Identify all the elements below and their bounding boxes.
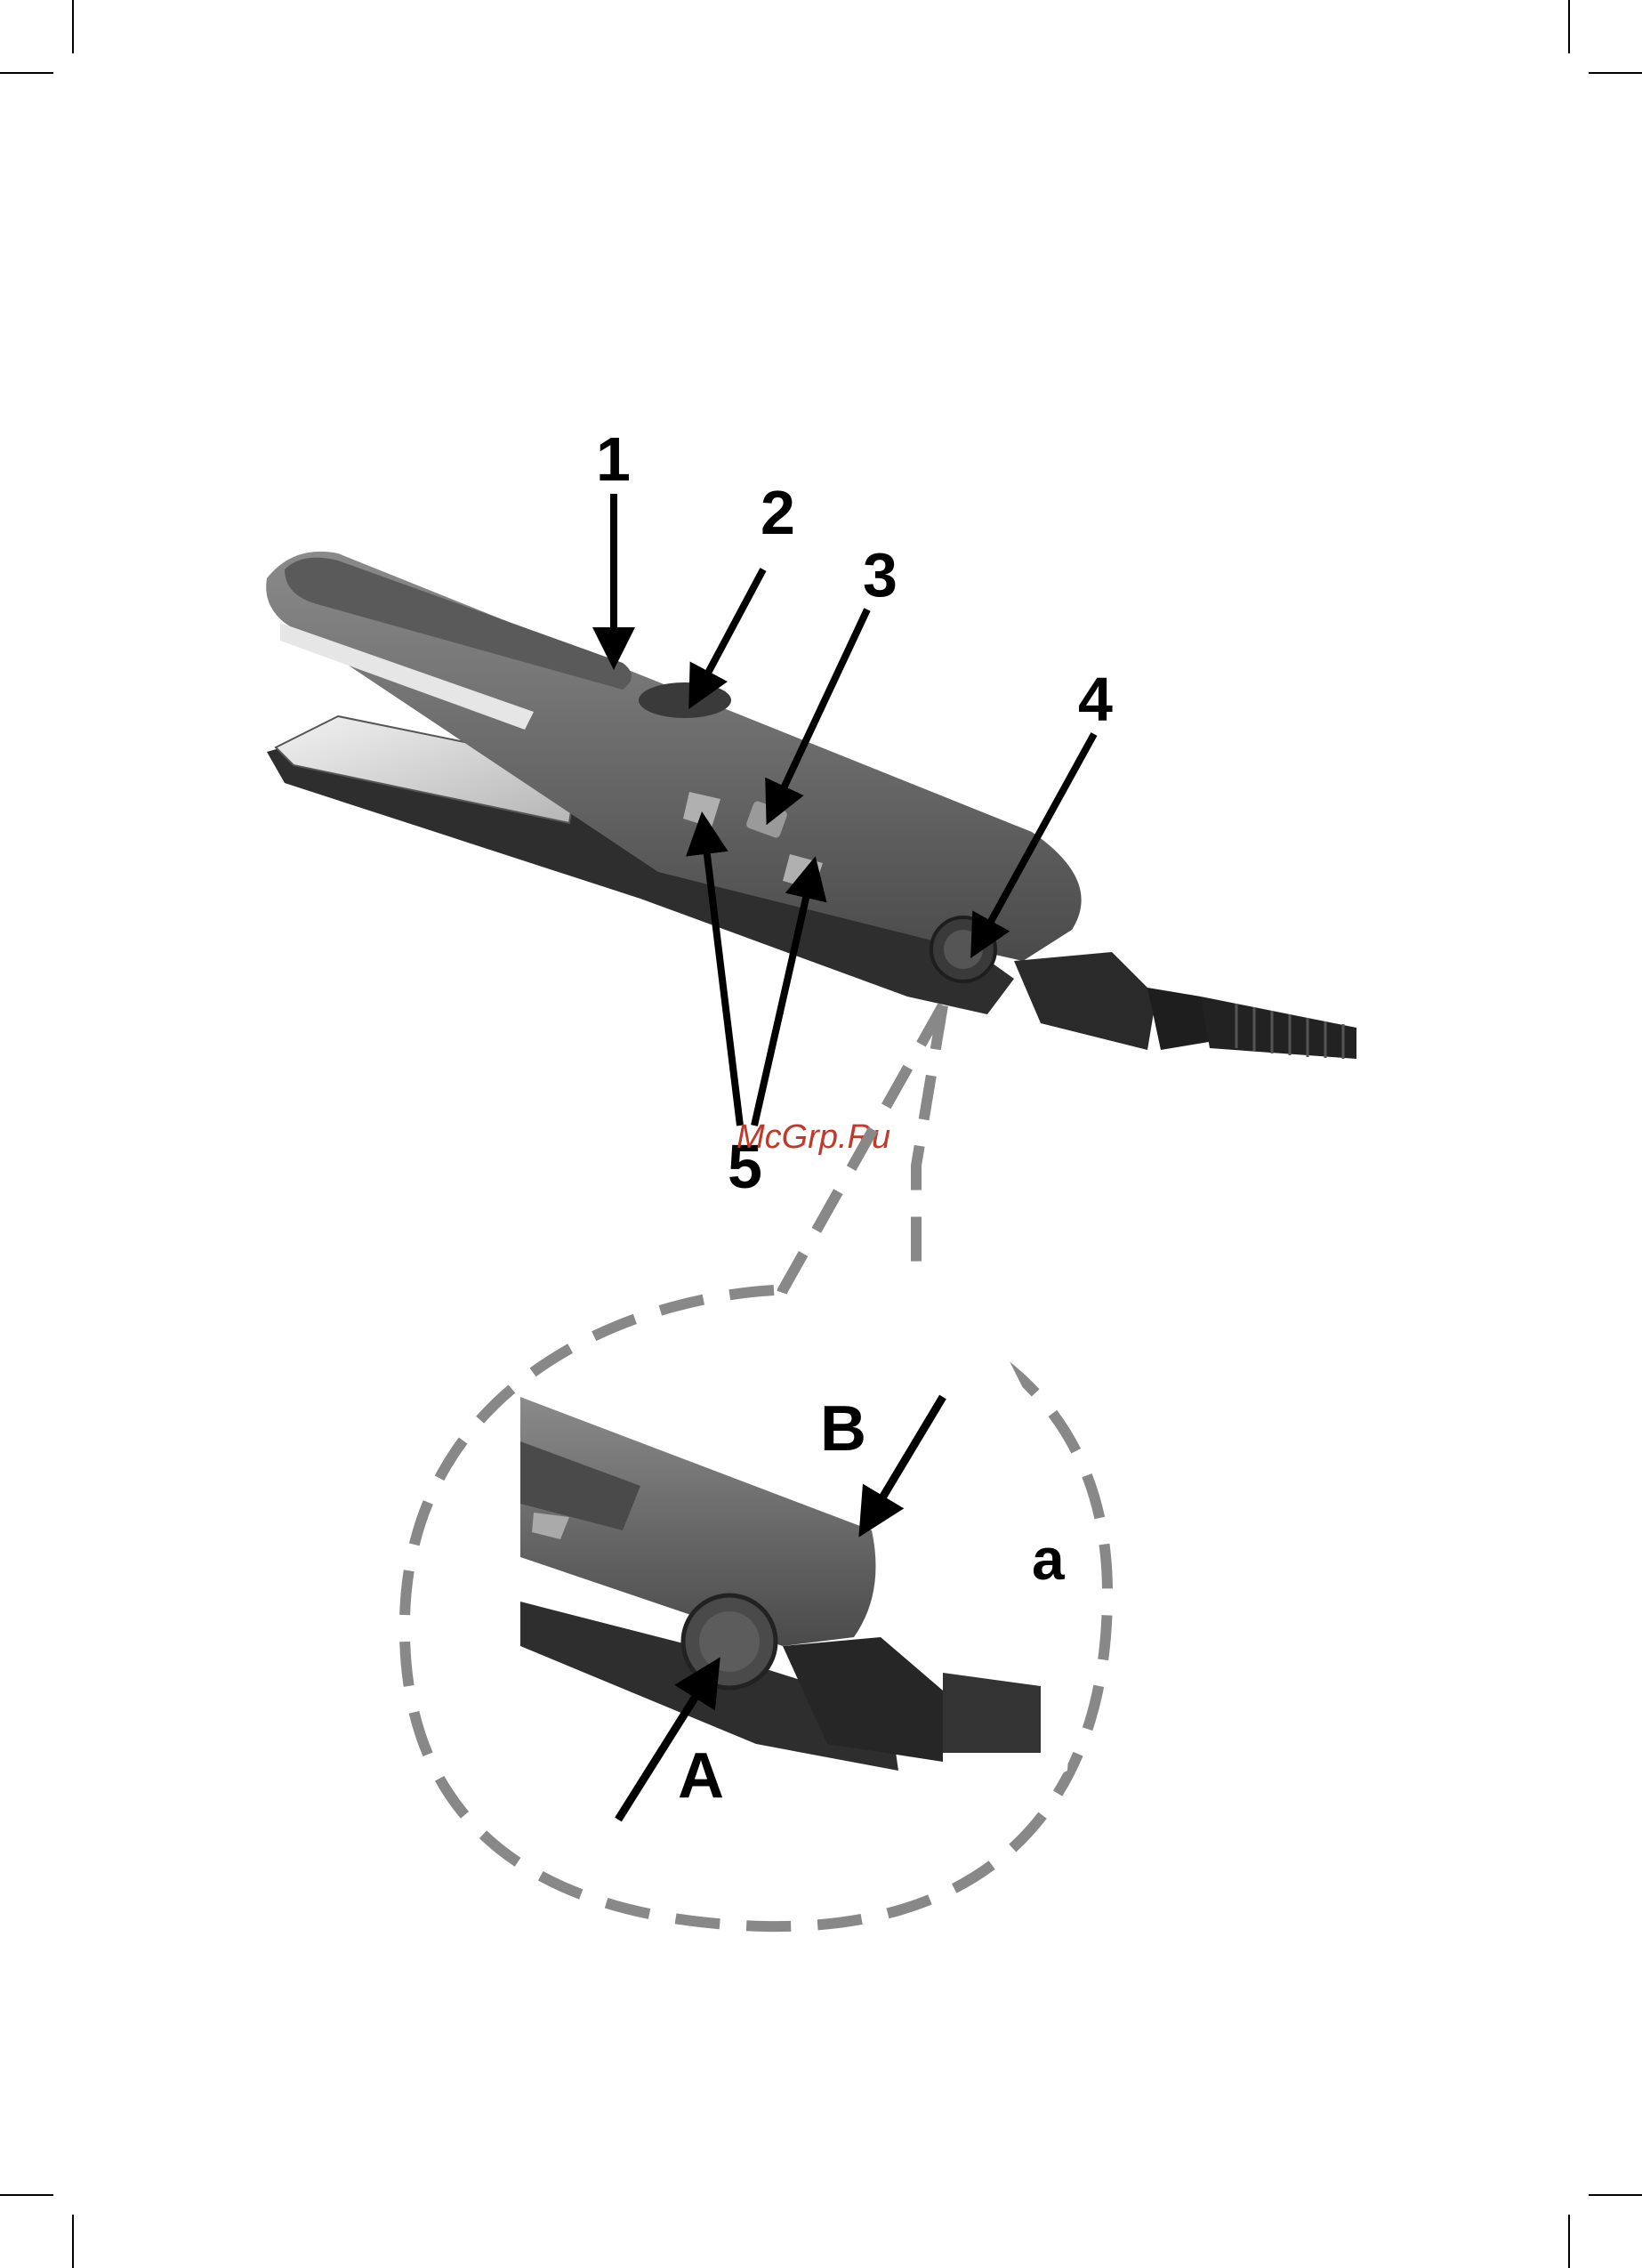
- zoom-detail: [520, 1263, 1107, 1868]
- callout-4: 4: [1078, 665, 1113, 734]
- arrow-2: [692, 569, 763, 703]
- callout-2: 2: [761, 478, 795, 547]
- callout-a: a: [1032, 1526, 1066, 1592]
- display-window: [639, 682, 731, 718]
- straightener-drawing: [266, 552, 1356, 1059]
- callout-A: A: [678, 1740, 724, 1812]
- cord: [1201, 997, 1356, 1059]
- zoom-cord: [943, 1673, 1041, 1753]
- cord-joint: [1014, 952, 1156, 1050]
- cord-sleeve: [1147, 988, 1214, 1050]
- callout-1: 1: [596, 424, 631, 494]
- callout-3: 3: [863, 540, 897, 609]
- callout-B: B: [820, 1393, 866, 1465]
